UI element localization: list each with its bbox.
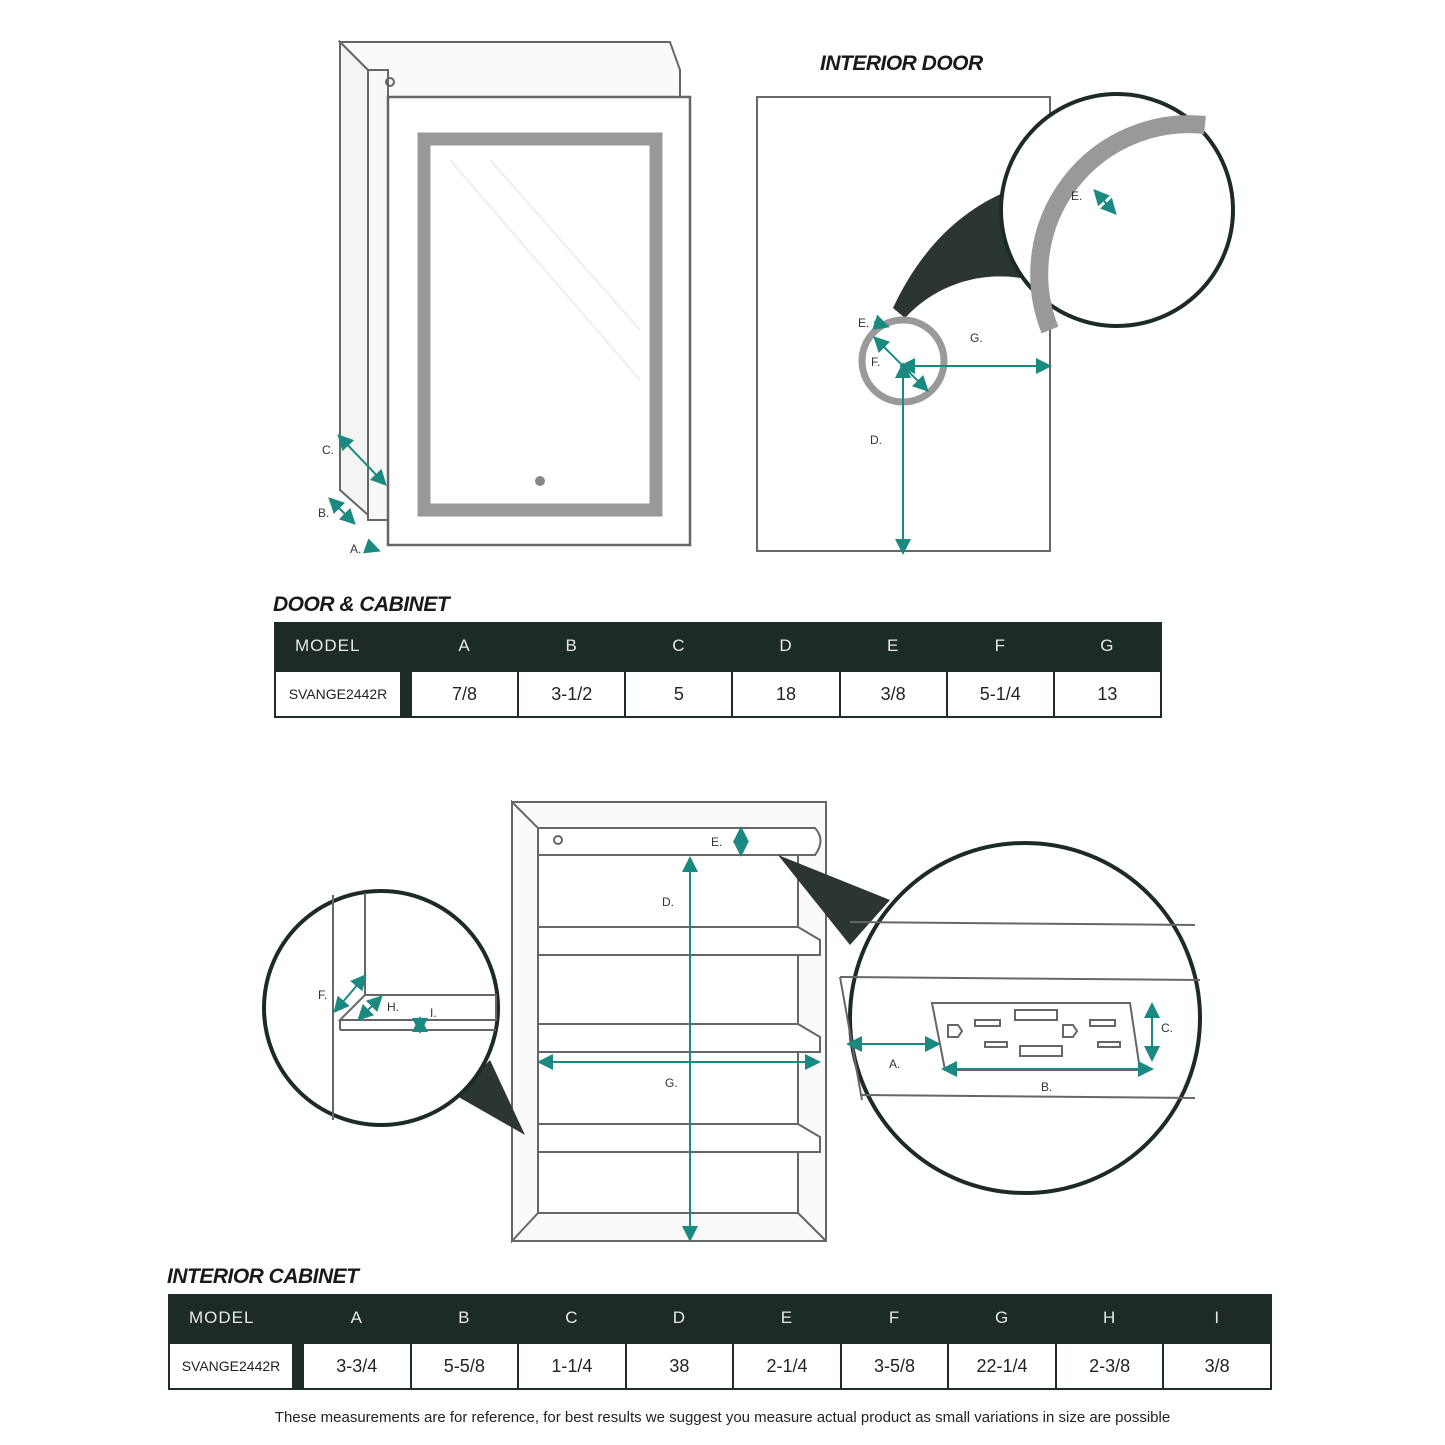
header-c: C [565,1308,579,1327]
cell-e: 3/8 [838,670,948,718]
cell-a: 3-3/4 [302,1342,412,1390]
table-header-row: MODEL A B C D E F G [275,622,1161,671]
label-e: E. [711,835,722,849]
header-d: D [672,1308,687,1327]
shelf-zoom: F. H. I. [262,889,525,1135]
cell-i: 3/8 [1162,1342,1272,1390]
cell-model: SVANGE2442R [274,670,402,718]
door-cabinet-title: DOOR & CABINET [273,593,450,616]
cell-gap [293,1343,303,1389]
cell-f: 3-5/8 [839,1342,950,1390]
header-a: A [350,1308,363,1327]
interior-cabinet-dimension-lines [537,826,821,1242]
header-gap [401,622,411,671]
cell-g: 13 [1052,670,1163,718]
mirror-frame [417,132,663,517]
header-i: I [1214,1308,1221,1327]
cell-b: 3-1/2 [517,670,627,718]
cell-b: 5-5/8 [409,1342,520,1390]
cell-d: 18 [731,670,841,718]
header-g: G [994,1308,1010,1327]
door-dimension-lines [328,434,387,554]
header-a: A [458,636,471,655]
cell-g: 22-1/4 [947,1342,1057,1390]
touch-button [535,476,545,486]
header-model: MODEL [295,636,361,655]
header-b: B [458,1308,471,1327]
interior-cabinet-title: INTERIOR CABINET [167,1265,359,1288]
cell-c: 5 [624,670,734,718]
header-d: D [779,636,793,655]
interior-door-title: INTERIOR DOOR [820,52,983,75]
cell-h: 2-3/8 [1054,1342,1165,1390]
disclaimer-note: These measurements are for reference, fo… [274,1409,1171,1426]
label-c: C. [1161,1021,1173,1035]
interior-door-dimension-lines [872,189,1117,555]
zoom-circle [999,92,1235,328]
label-g: G. [970,331,983,345]
table-header-row: MODEL A B C D E F G H I [169,1294,1271,1343]
interior-cabinet-diagram [511,799,827,1244]
label-d: D. [662,895,674,909]
label-b: B. [1041,1080,1052,1094]
label-g: G. [665,1076,678,1090]
interior-door-diagram [756,92,1235,552]
label-f: F. [318,988,327,1002]
label-a: A. [350,542,361,556]
outlet-zoom: A. B. C. [778,841,1202,1195]
header-e: E [780,1308,794,1327]
cabinet-door-diagram [337,39,692,547]
header-gap [293,1294,303,1343]
header-model: MODEL [189,1308,255,1327]
header-c: C [672,636,686,655]
header-g: G [1100,636,1115,655]
label-a: A. [889,1057,900,1071]
label-b: B. [318,506,329,520]
cell-f: 5-1/4 [945,670,1055,718]
zoom-pointer [893,190,1030,318]
label-e: E. [858,316,869,330]
label-i: I. [430,1006,437,1020]
label-c: C. [322,443,334,457]
cell-e: 2-1/4 [732,1342,842,1390]
header-e: E [886,636,900,655]
header-h: H [1102,1308,1117,1327]
header-f: F [994,636,1006,655]
cell-model: SVANGE2442R [168,1342,294,1390]
cell-gap [401,671,411,717]
cell-c: 1-1/4 [517,1342,627,1390]
cell-a: 7/8 [409,670,520,718]
label-d: D. [870,433,882,447]
header-b: B [565,636,578,655]
label-e-zoom: E. [1071,189,1082,203]
cell-d: 38 [624,1342,735,1390]
header-f: F [888,1308,901,1327]
label-h: H. [387,1000,399,1014]
label-f: F. [871,355,880,369]
